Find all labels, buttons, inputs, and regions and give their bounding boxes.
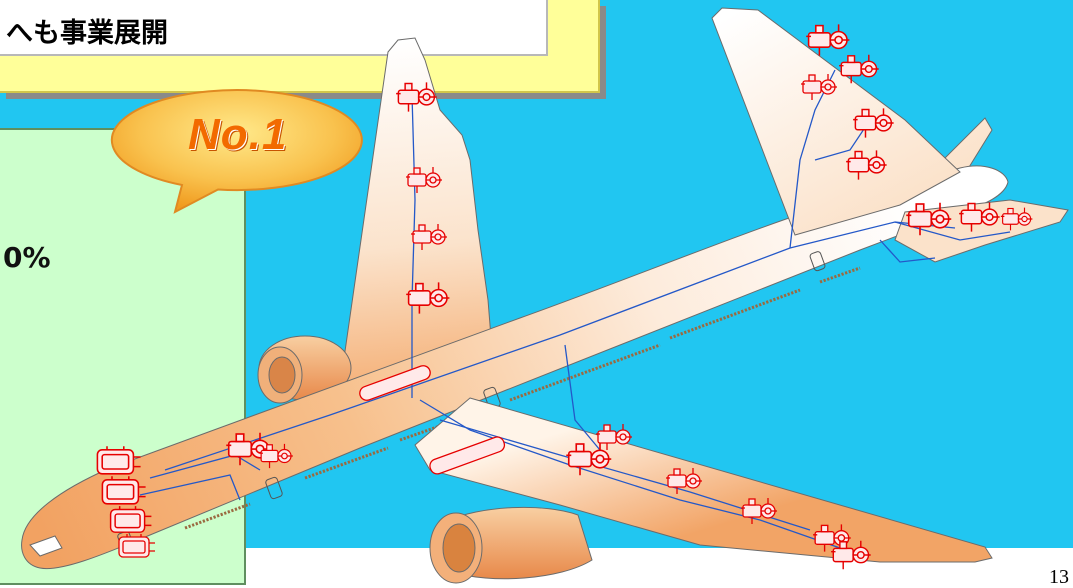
hydraulic-component <box>97 446 140 474</box>
near-engine <box>430 507 592 583</box>
page-number: 13 <box>1049 567 1069 587</box>
hydraulic-component <box>119 534 155 557</box>
